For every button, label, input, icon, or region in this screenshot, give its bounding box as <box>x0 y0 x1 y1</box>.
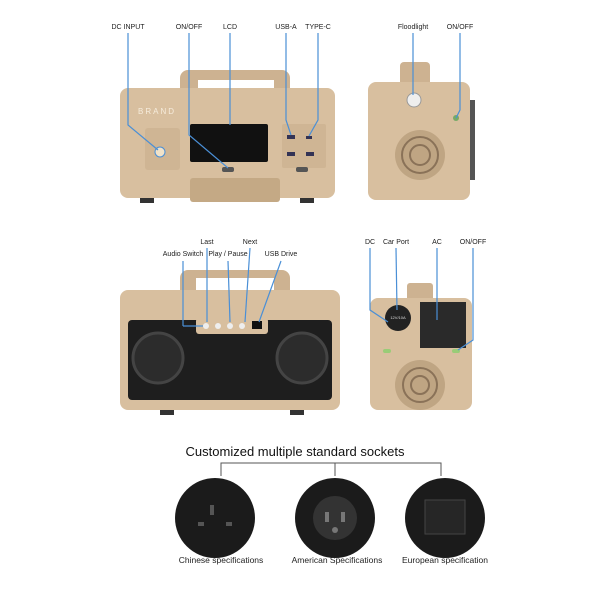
socket-connector-lines <box>220 462 442 476</box>
callout-usb-a: USB-A <box>275 24 297 31</box>
callout-ac: AC <box>432 239 442 246</box>
front-view-device <box>120 70 335 203</box>
car-port-rating: 12V/10A <box>390 315 406 320</box>
callout-type-c: TYPE-C <box>305 24 331 31</box>
side-view-ports <box>370 283 472 410</box>
callout-play-pause: Play / Pause <box>208 251 248 258</box>
callout-lcd: LCD <box>222 24 238 31</box>
speaker-view-device <box>120 270 340 415</box>
callout-on-off-side: ON/OFF <box>446 24 474 31</box>
callout-last: Last <box>200 239 214 246</box>
callout-audio-switch: Audio Switch <box>162 251 204 258</box>
chinese-socket <box>175 478 255 558</box>
european-socket <box>405 478 485 558</box>
callout-usb-drive: USB Drive <box>264 251 298 258</box>
side-view-floodlight <box>368 62 475 200</box>
label-american-socket: American Specifications <box>291 555 383 565</box>
callout-dc: DC <box>364 239 376 246</box>
callout-next: Next <box>242 239 258 246</box>
american-socket <box>295 478 375 558</box>
callout-car-port: Car Port <box>382 239 410 246</box>
brand-logo: BRAND <box>138 107 177 116</box>
label-chinese-socket: Chinese specifications <box>178 555 264 565</box>
callout-on-off-ports: ON/OFF <box>459 239 487 246</box>
sockets-heading: Customized multiple standard sockets <box>185 444 405 459</box>
callout-on-off: ON/OFF <box>175 24 203 31</box>
label-european-socket: European specification <box>401 555 489 565</box>
callout-dc-input: DC INPUT <box>111 24 145 31</box>
callout-floodlight: Floodlight <box>397 24 429 31</box>
callout-lines <box>127 33 474 351</box>
